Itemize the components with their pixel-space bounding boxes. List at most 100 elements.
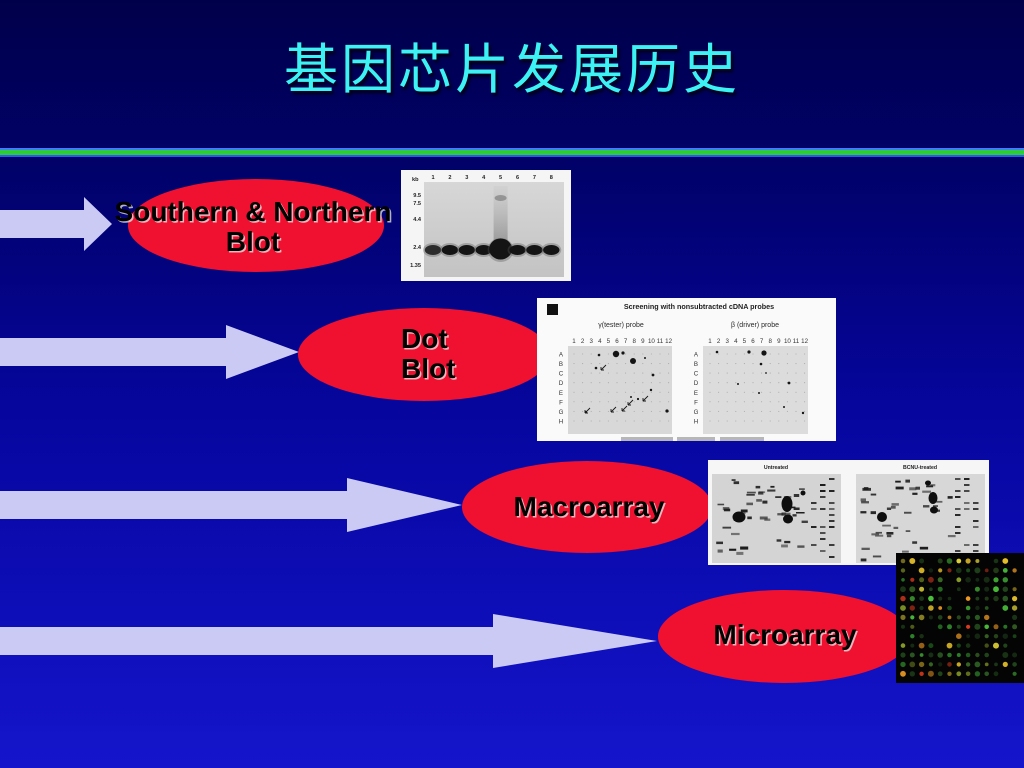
treated-spot: [964, 484, 970, 486]
microarray-spot: [966, 624, 971, 629]
gel-lane-label: 3: [465, 175, 468, 181]
microarray-spot: [918, 661, 925, 668]
driver-spot: [761, 350, 767, 356]
driver-faint-spot: [761, 382, 763, 384]
microarray-spot: [910, 634, 915, 639]
untreated-spot: [801, 520, 808, 523]
stage-label-line: Southern & Northern: [114, 196, 392, 227]
treated-spot: [870, 493, 877, 496]
microarray-spot: [928, 576, 934, 583]
driver-faint-spot: [709, 420, 711, 422]
microarray-spot: [965, 596, 971, 601]
tester-faint-spot: [633, 391, 635, 393]
arrow-shape: [0, 197, 112, 251]
spot-arrow-icon: [610, 406, 617, 413]
tester-faint-spot: [642, 391, 644, 393]
driver-faint-spot: [743, 401, 745, 403]
untreated-spot: [792, 514, 797, 517]
tester-faint-spot: [642, 353, 644, 355]
microarray-spot: [919, 653, 924, 657]
tester-faint-spot: [607, 401, 609, 403]
tester-faint-spot: [633, 382, 635, 384]
microarray-spot: [938, 596, 943, 601]
untreated-spot: [829, 520, 835, 522]
driver-faint-spot: [718, 353, 720, 355]
tester-faint-spot: [590, 382, 592, 384]
tester-row-label: F: [559, 399, 563, 406]
tester-row-label: C: [559, 371, 564, 378]
microarray-spot: [901, 624, 905, 629]
tester-column-label: 4: [598, 338, 602, 345]
microarray-spot: [1002, 586, 1008, 592]
driver-faint-spot: [718, 363, 720, 365]
microarray-spot: [966, 568, 971, 573]
tester-faint-spot: [590, 353, 592, 355]
driver-faint-spot: [761, 410, 763, 412]
untreated-spot: [811, 502, 817, 504]
microarray-spot: [965, 662, 971, 667]
tester-row-label: E: [559, 390, 563, 397]
microarray-spot: [900, 568, 906, 573]
tester-faint-spot: [659, 363, 661, 365]
driver-faint-spot: [795, 382, 797, 384]
tester-column-label: 3: [589, 338, 593, 345]
tester-faint-spot: [607, 353, 609, 355]
driver-faint-spot: [786, 372, 788, 374]
tester-row-label: G: [559, 409, 564, 416]
stage-label-microarray: Microarray: [685, 620, 885, 650]
untreated-spot: [767, 489, 776, 492]
microarray-spot: [910, 624, 915, 629]
driver-faint-spot: [743, 353, 745, 355]
microarray-spot: [993, 642, 999, 649]
tester-faint-spot: [582, 391, 584, 393]
microarray-spot: [946, 642, 953, 649]
driver-faint-spot: [804, 353, 806, 355]
gel-size-marker: 1.35: [410, 263, 421, 269]
macroarray-blob: [800, 490, 806, 496]
arrow-microarray: [0, 614, 657, 668]
gel-lane-label: 2: [448, 175, 451, 181]
tester-column-label: 2: [581, 338, 585, 345]
driver-faint-spot: [795, 410, 797, 412]
clipped-caption-fragment: [677, 437, 715, 441]
clipped-caption-fragment: [720, 437, 764, 441]
tester-faint-spot: [633, 410, 635, 412]
arrow-southern-northern-blot: [0, 197, 112, 251]
untreated-spot: [764, 518, 771, 521]
untreated-spot: [820, 508, 826, 510]
microarray-spot: [984, 634, 989, 639]
macroarray-blob: [930, 506, 938, 514]
untreated-spot: [762, 500, 768, 504]
separator-line-top: [0, 148, 1024, 150]
treated-spot: [936, 500, 943, 503]
gel-lane-label: 4: [482, 175, 486, 181]
driver-faint-spot: [709, 363, 711, 365]
microarray-spot: [965, 643, 971, 648]
gel-band: [441, 245, 459, 255]
macroarray-treated-membrane: [856, 474, 985, 563]
driver-faint-spot: [726, 372, 728, 374]
microarray-spot: [946, 558, 953, 564]
microarray-spot: [974, 661, 981, 668]
treated-spot: [923, 505, 930, 508]
macroarray-blob: [732, 511, 746, 523]
untreated-spot: [777, 513, 783, 516]
driver-spot: [759, 362, 763, 366]
tester-faint-spot: [668, 420, 670, 422]
microarray-spot: [947, 605, 952, 611]
driver-spot: [715, 350, 719, 354]
microarray-spot: [918, 567, 925, 574]
treated-spot: [893, 526, 899, 529]
driver-faint-spot: [726, 410, 728, 412]
treated-spot: [973, 502, 979, 504]
microarray-spot: [1012, 671, 1017, 676]
driver-spot: [747, 350, 751, 354]
microarray-spot: [966, 634, 970, 639]
untreated-spot: [747, 516, 752, 520]
untreated-spot: [784, 540, 791, 544]
tester-faint-spot: [659, 382, 661, 384]
driver-faint-spot: [804, 382, 806, 384]
treated-spot: [870, 511, 876, 515]
untreated-spot: [740, 546, 749, 550]
